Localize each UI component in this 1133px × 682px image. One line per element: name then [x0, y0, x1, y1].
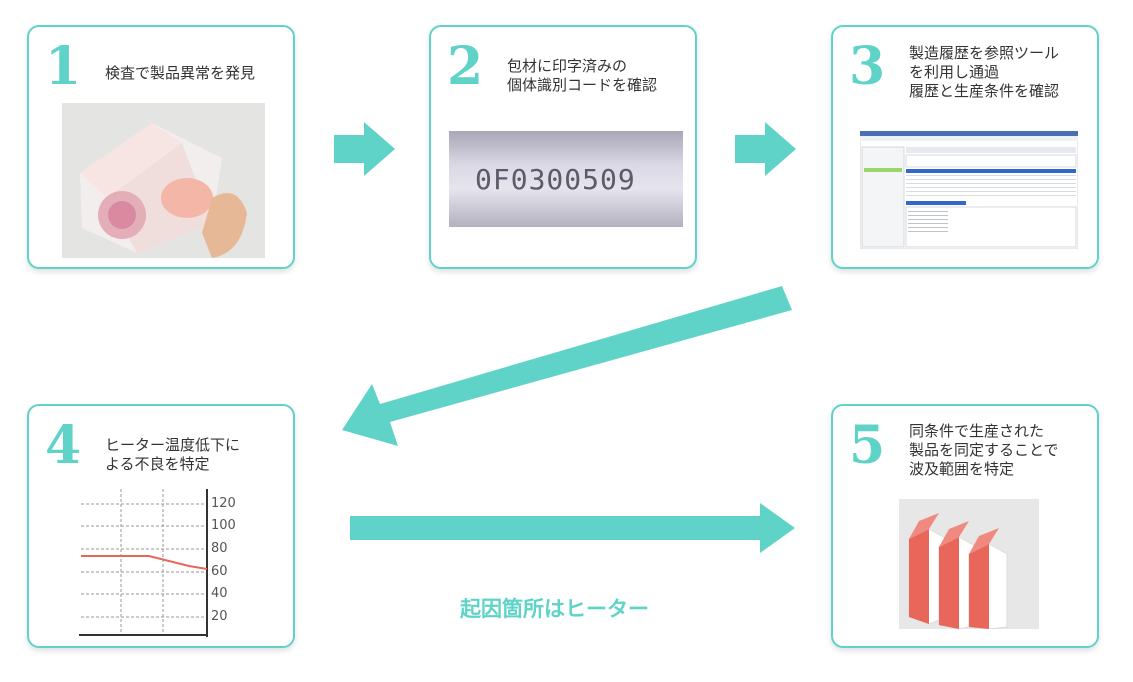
carton-boxes-illustration — [899, 499, 1039, 629]
axis-tick-label: 20 — [211, 609, 228, 624]
arrow-1-to-2 — [334, 122, 395, 176]
step-card-2: 2 包材に印字済みの 個体識別コードを確認 0F0300509 — [429, 25, 697, 269]
arrow-4-to-5 — [350, 503, 795, 553]
axis-tick-label: 120 — [211, 496, 236, 511]
step-card-5: 5 同条件で生産された 製品を同定することで 波及範囲を特定 — [831, 404, 1099, 648]
axis-tick-label: 80 — [211, 541, 228, 556]
axis-tick-label: 40 — [211, 586, 228, 601]
arrow-2-to-3 — [735, 122, 796, 176]
step-number: 2 — [447, 36, 484, 97]
axis-tick-label: 60 — [211, 564, 228, 579]
temperature-chart: 120 100 80 60 40 20 — [79, 489, 249, 639]
step-description: 製造履歴を参照ツール を利用し通過 履歴と生産条件を確認 — [909, 44, 1060, 100]
conclusion-text: 起因箇所はヒーター — [460, 597, 649, 621]
step-card-4: 4 ヒーター温度低下に よる不良を特定 120 100 80 60 40 — [27, 404, 295, 648]
printed-code-photo: 0F0300509 — [449, 131, 683, 227]
step-number: 5 — [849, 415, 886, 476]
step-description: ヒーター温度低下に よる不良を特定 — [105, 436, 241, 473]
step-description: 検査で製品異常を発見 — [105, 64, 256, 82]
step-number: 4 — [45, 415, 82, 476]
printed-code-text: 0F0300509 — [475, 163, 636, 196]
step-number: 1 — [45, 36, 82, 97]
step-description: 同条件で生産された 製品を同定することで 波及範囲を特定 — [909, 422, 1059, 478]
step-card-3: 3 製造履歴を参照ツール を利用し通過 履歴と生産条件を確認 — [831, 25, 1099, 269]
step-description: 包材に印字済みの 個体識別コードを確認 — [507, 57, 658, 94]
product-box-photo — [62, 103, 265, 258]
arrow-3-to-4 — [342, 286, 792, 446]
step-card-1: 1 検査で製品異常を発見 — [27, 25, 295, 269]
software-screenshot — [860, 131, 1078, 249]
step-number: 3 — [849, 36, 886, 97]
axis-tick-label: 100 — [211, 518, 236, 533]
